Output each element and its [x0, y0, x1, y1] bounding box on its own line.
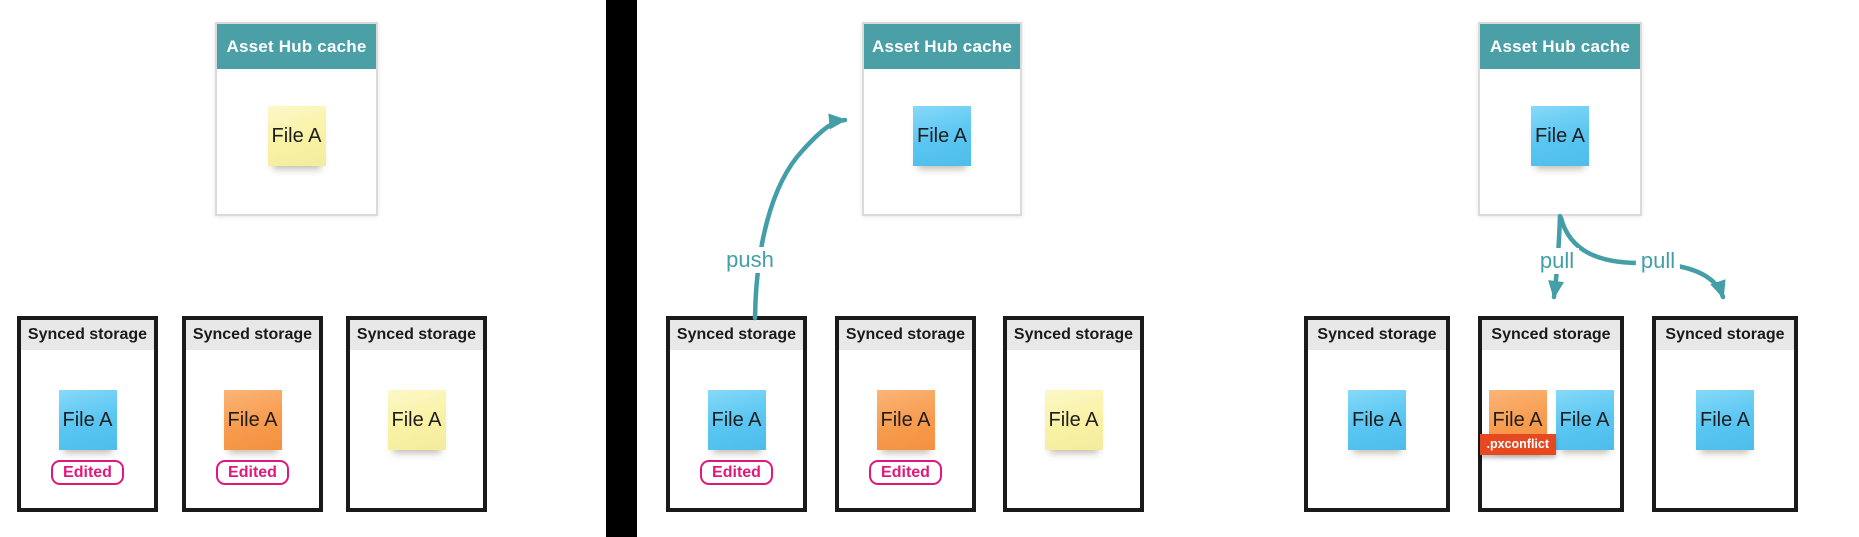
storage-header: Synced storage [350, 320, 483, 350]
cache-header: Asset Hub cache [864, 24, 1020, 69]
conflict-badge: .pxconflict [1479, 434, 1557, 455]
synced-storage-box: Synced storage File A Edited [835, 316, 976, 512]
storage-header: Synced storage [1007, 320, 1140, 350]
synced-storage-box: Synced storage File A [346, 316, 487, 512]
storage-header: Synced storage [670, 320, 803, 350]
synced-storage-box: Synced storage File A [1003, 316, 1144, 512]
sticky-note: File A [1348, 390, 1406, 450]
push-arrow [752, 113, 848, 321]
sticky-note: File A [1531, 106, 1589, 166]
cache-header: Asset Hub cache [1480, 24, 1640, 69]
storage-header: Synced storage [1656, 320, 1794, 350]
sticky-note: File A [387, 390, 446, 450]
synced-storage-box: Synced storage File A Edited [666, 316, 807, 512]
edited-badge: Edited [51, 460, 124, 485]
storage-header: Synced storage [1482, 320, 1620, 350]
storage-header: Synced storage [186, 320, 319, 350]
sticky-note: File A [707, 390, 766, 450]
synced-storage-box: Synced storage File A Edited [182, 316, 323, 512]
sticky-note: File A [223, 390, 282, 450]
cache-body: File A [1480, 69, 1640, 214]
sticky-note: File A [913, 106, 971, 166]
synced-storage-box: Synced storage File A Edited [17, 316, 158, 512]
sticky-note: File A [58, 390, 117, 450]
push-label: push [721, 247, 779, 273]
sticky-note: File A [1696, 390, 1754, 450]
sticky-note: File A [1555, 390, 1614, 450]
asset-hub-cache-box: Asset Hub cache File A [215, 22, 378, 216]
storage-header: Synced storage [839, 320, 972, 350]
cache-body: File A [217, 69, 376, 214]
synced-storage-box: Synced storage File A [1304, 316, 1450, 512]
synced-storage-box: Synced storage File A .pxconflict File A [1478, 316, 1624, 512]
sticky-note: File A [267, 106, 326, 166]
storage-header: Synced storage [21, 320, 154, 350]
edited-badge: Edited [869, 460, 942, 485]
panel-divider [606, 0, 637, 537]
sticky-note: File A [876, 390, 935, 450]
asset-hub-cache-box: Asset Hub cache File A [862, 22, 1022, 216]
sticky-note: File A [1044, 390, 1103, 450]
edited-badge: Edited [700, 460, 773, 485]
cache-header: Asset Hub cache [217, 24, 376, 69]
asset-hub-cache-box: Asset Hub cache File A [1478, 22, 1642, 216]
pull-label: pull [1534, 248, 1580, 274]
cache-body: File A [864, 69, 1020, 214]
synced-storage-box: Synced storage File A [1652, 316, 1798, 512]
edited-badge: Edited [216, 460, 289, 485]
pull-label: pull [1635, 248, 1681, 274]
storage-header: Synced storage [1308, 320, 1446, 350]
